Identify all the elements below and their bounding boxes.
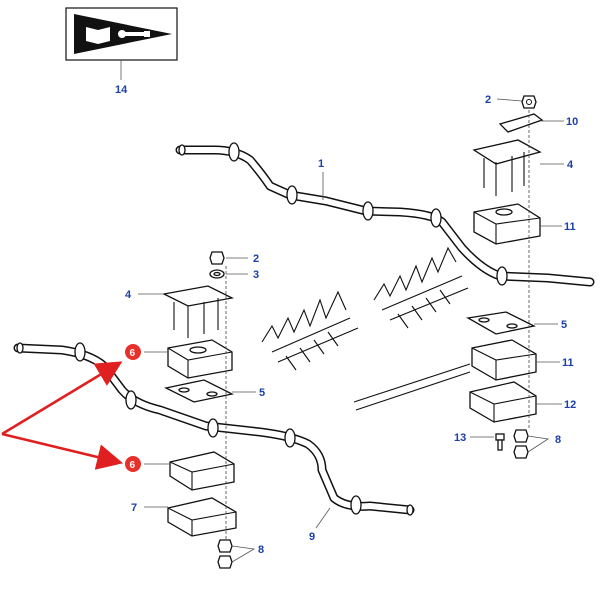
callout-8-right: 8 (555, 434, 561, 446)
highlight-6-upper-label: 6 (130, 348, 136, 359)
bracket-12 (469, 381, 537, 423)
highlight-part-6-upper[interactable]: 6 (125, 344, 141, 360)
red-annotation-arrows (1, 361, 124, 470)
callout-3: 3 (253, 269, 259, 281)
washer-3 (209, 269, 225, 279)
upper-axle-shaft[interactable] (175, 142, 595, 287)
callout-7: 7 (131, 502, 137, 514)
block-11-upper (473, 203, 541, 245)
callout-14: 14 (115, 84, 128, 96)
nut-2-upper (521, 95, 537, 109)
highlight-part-6-lower[interactable]: 6 (125, 456, 141, 472)
bracket-7 (167, 497, 237, 537)
callout-9: 9 (309, 531, 315, 543)
manual-reference-box[interactable] (65, 7, 178, 61)
callout-13: 13 (454, 432, 466, 444)
leader-9 (315, 507, 331, 529)
block-6-upper (167, 339, 233, 379)
wrench-icon (118, 30, 150, 38)
callout-4-upper: 4 (567, 159, 574, 171)
callout-5-left: 5 (259, 387, 265, 399)
leader-8-right (527, 435, 550, 453)
callout-11-upper: 11 (564, 221, 576, 233)
callout-5-right: 5 (561, 319, 567, 331)
nuts-8-right (513, 429, 529, 459)
background-sawtooth-pattern (261, 246, 471, 411)
block-11-lower (471, 339, 537, 381)
plate-5-right (466, 311, 536, 335)
callout-2-left: 2 (253, 253, 259, 265)
block-6-lower (169, 451, 235, 491)
callout-12: 12 (564, 399, 576, 411)
left-clamp-assembly[interactable] (161, 251, 237, 569)
highlight-6-lower-label: 6 (130, 460, 136, 471)
nuts-8-left (217, 539, 233, 569)
u-bolt-4-upper (472, 139, 542, 196)
callout-11-lower: 11 (562, 357, 574, 369)
leader-2-upper (496, 98, 523, 102)
callout-2-upper: 2 (485, 94, 491, 106)
manual-book-icon (86, 27, 110, 44)
callout-1: 1 (318, 158, 324, 170)
u-bolt-4-left (161, 285, 235, 338)
plate-10 (498, 113, 544, 133)
plate-5-left (164, 379, 234, 403)
upper-right-clamp-assembly[interactable] (466, 95, 544, 459)
nut-2-left (209, 251, 225, 265)
leader-8-left (231, 545, 256, 563)
callout-8-left: 8 (258, 544, 264, 556)
bolt-13 (495, 433, 505, 451)
callout-4-left: 4 (125, 289, 132, 301)
callout-10: 10 (566, 116, 578, 128)
